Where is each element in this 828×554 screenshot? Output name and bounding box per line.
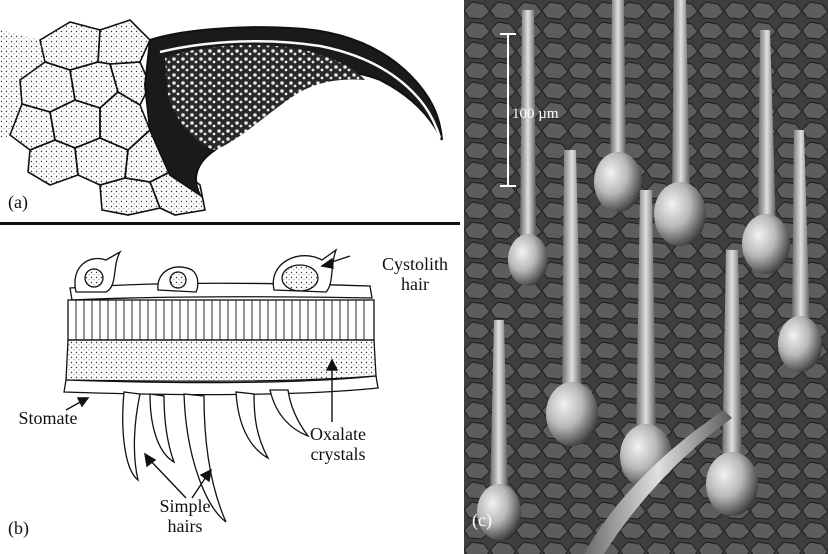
cystolith-inner — [165, 45, 365, 150]
oxalate-crystals-label: Oxalate crystals — [298, 424, 378, 464]
panel-b-label: (b) — [8, 518, 29, 539]
panel-a-cystolith-drawing: (a) — [0, 0, 460, 222]
cystolith-hair-illustration — [0, 0, 460, 222]
palisade-layer — [68, 300, 374, 340]
cystolith-hair-label: Cystolith hair — [370, 254, 460, 294]
simple-hairs-label: Simple hairs — [145, 496, 225, 536]
spongy-mesophyll — [66, 340, 376, 381]
scale-bar-label: 100 µm — [512, 104, 582, 124]
panel-a-label: (a) — [8, 192, 28, 213]
panel-divider — [0, 222, 460, 225]
sem-trichome-image — [464, 0, 828, 554]
panel-c-label: (c) — [472, 510, 492, 531]
panel-b-leaf-cross-section: Cystolith hair Stomate Oxalate crystals … — [0, 226, 460, 554]
stomate-label: Stomate — [8, 408, 88, 428]
panel-c-sem-micrograph: 100 µm (c) — [464, 0, 828, 554]
